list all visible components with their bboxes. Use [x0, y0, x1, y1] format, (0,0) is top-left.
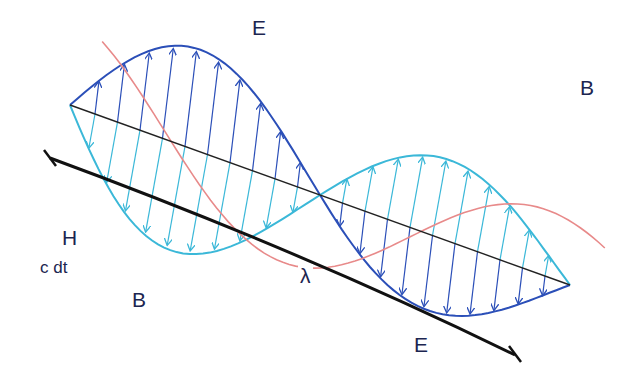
field-vector	[190, 155, 207, 251]
field-vector	[275, 133, 281, 179]
field-vector	[185, 52, 196, 146]
field-vector	[89, 114, 95, 147]
tick	[509, 346, 521, 362]
field-label: H	[60, 226, 79, 249]
field-vector	[118, 65, 125, 122]
field-vector	[107, 122, 118, 181]
field-vector	[208, 63, 219, 154]
field-vector	[410, 158, 422, 227]
field-vector	[230, 81, 240, 163]
field-vector	[470, 252, 477, 313]
field-vector	[500, 208, 509, 260]
field-label: E	[412, 333, 430, 356]
field-vector	[240, 171, 252, 240]
field-vector	[518, 268, 522, 303]
field-vector	[167, 146, 185, 244]
field-vector	[140, 54, 149, 130]
e-field-envelope	[70, 46, 570, 316]
field-vector	[215, 163, 230, 249]
field-vector	[253, 104, 261, 170]
field-vector	[365, 168, 373, 211]
field-label: λ	[298, 264, 313, 287]
field-vector	[266, 179, 275, 227]
b-curve	[102, 42, 605, 269]
field-vector	[163, 49, 174, 138]
field-vector	[298, 163, 301, 186]
field-vector	[424, 236, 432, 306]
field-vector	[340, 203, 343, 225]
wavelength-line	[50, 158, 515, 355]
field-vector	[523, 231, 530, 268]
field-label: E	[250, 16, 268, 39]
field-vector	[388, 160, 399, 219]
tick	[44, 150, 56, 166]
field-vector	[146, 138, 163, 231]
field-vector	[494, 260, 500, 310]
field-vector	[343, 180, 347, 203]
field-vector	[478, 188, 490, 252]
field-vector	[126, 130, 140, 210]
field-vector	[447, 244, 455, 312]
field-vector	[543, 276, 545, 295]
field-label: B	[578, 76, 596, 99]
field-vector	[455, 172, 468, 244]
field-label: B	[130, 288, 148, 311]
field-vector	[293, 187, 297, 211]
field-label: c dt	[38, 258, 69, 277]
field-vector	[360, 211, 365, 253]
field-vector	[95, 82, 99, 114]
field-vector	[545, 256, 549, 276]
